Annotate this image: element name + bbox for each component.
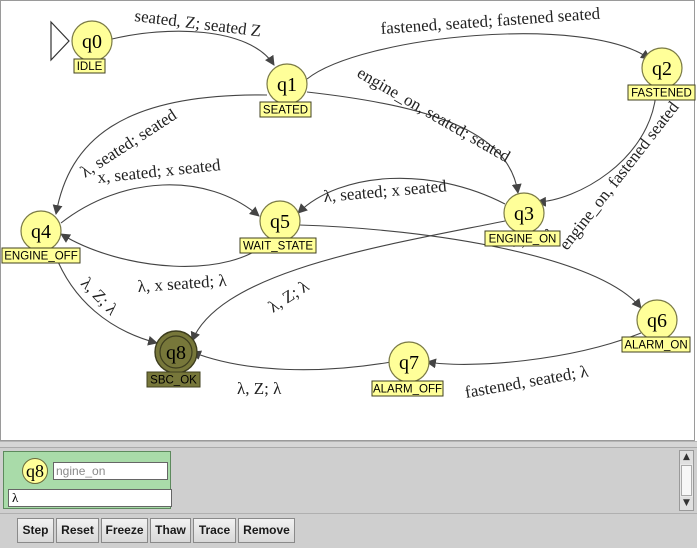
remove-button[interactable]: Remove [238,518,295,543]
label-q5-q4: λ, x seated; λ [137,271,228,296]
state-q7[interactable]: q7 ALARM_OFF [371,341,444,397]
state-name: q4 [31,221,51,243]
state-q1[interactable]: q1 SEATED [259,63,312,118]
label-q1-q2: fastened, seated; fastened seated [380,4,601,38]
state-tag: IDLE [77,61,103,73]
state-q3[interactable]: q3 ENGINE_ON [484,192,561,247]
simulator-button-bar: Step Reset Freeze Thaw Trace Remove [0,513,697,548]
scroll-thumb[interactable] [681,465,692,496]
state-name: q3 [514,203,534,225]
scroll-down-icon[interactable]: ▼ [680,497,693,510]
transition-q1-q3[interactable] [306,91,522,194]
state-tag: ENGINE_ON [489,234,557,246]
label-q3-q5: λ, seated; x seated [323,176,448,206]
transition-q3-q5[interactable] [297,177,506,214]
state-q6[interactable]: q6 ALARM_ON [621,299,691,353]
state-q8[interactable]: q8 SBC_OK [146,330,201,388]
label-q2-q3: engine_on, fastened seated [555,97,683,253]
state-name: q1 [277,74,297,96]
scroll-up-icon[interactable]: ▲ [680,451,693,464]
label-q1-q3: engine_on, seated; seated [354,63,514,166]
label-q0-q1: seated, Z; seated Z [134,6,263,40]
split-divider[interactable] [0,441,697,447]
remaining-input-field: ngine_on [53,462,168,480]
state-tag: SBC_OK [150,375,197,387]
label-q4-q8: λ, Z; λ [77,274,122,320]
transition-q0-q1[interactable] [111,30,275,66]
state-name: q2 [652,58,672,80]
state-tag: WAIT_STATE [243,241,313,253]
automaton-canvas[interactable]: seated, Z; seated Z fastened, seated; fa… [0,0,696,441]
stack-contents-field: λ [8,489,172,507]
step-button[interactable]: Step [17,518,54,543]
config-state-circle: q8 [22,458,48,484]
state-q4[interactable]: q4 ENGINE_OFF [1,210,81,264]
transition-q1-q2[interactable] [306,33,651,80]
state-name: q5 [270,211,290,233]
transition-q4-q5[interactable] [60,184,260,224]
transition-q2-q3[interactable] [536,93,657,207]
state-name: q8 [166,342,186,364]
state-tag: SEATED [263,105,308,117]
state-tag: ENGINE_OFF [4,251,77,263]
simulator-panel: q8 ngine_on λ ▲ ▼ [0,447,697,513]
reset-button[interactable]: Reset [56,518,99,543]
transition-q3-q8[interactable] [190,220,506,342]
state-name: q6 [647,310,667,332]
state-tag: ALARM_OFF [373,384,442,396]
vertical-scrollbar[interactable]: ▲ ▼ [679,450,694,511]
state-q0[interactable]: q0 IDLE [71,20,113,74]
state-name: q0 [82,31,102,53]
transition-q6-q7[interactable] [426,332,642,369]
configuration-box[interactable]: q8 ngine_on λ [3,451,172,509]
state-name: q7 [399,352,419,374]
transition-q5-q6[interactable] [298,224,642,309]
label-q3-q8: λ, Z; λ [265,276,313,316]
state-tag: ALARM_ON [624,340,687,352]
thaw-button[interactable]: Thaw [150,518,191,543]
state-q5[interactable]: q5 WAIT_STATE [239,200,317,254]
transition-q4-q8[interactable] [52,248,158,346]
label-q6-q7: fastened, seated; λ [463,361,590,402]
label-q7-q8: λ, Z; λ [237,379,282,398]
trace-button[interactable]: Trace [193,518,236,543]
transition-q7-q8[interactable] [191,350,392,371]
freeze-button[interactable]: Freeze [101,518,148,543]
transition-q1-q4[interactable] [52,94,268,215]
state-tag: FASTENED [631,88,692,100]
pda-diagram: seated, Z; seated Z fastened, seated; fa… [1,4,696,402]
initial-state-arrow [50,20,70,62]
state-q2[interactable]: q2 FASTENED [627,47,696,101]
